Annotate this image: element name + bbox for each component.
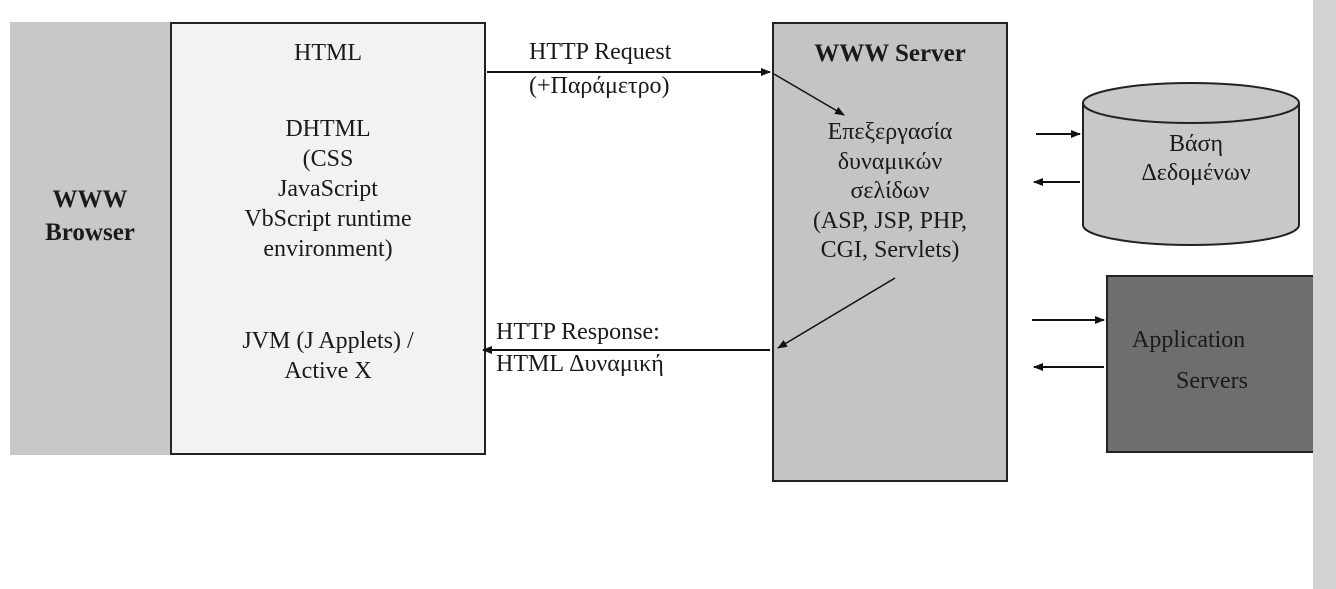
server-line: CGI, Servlets) (820, 237, 960, 263)
response-label-line2: HTML Δυναμική (496, 351, 664, 377)
client-dhtml-line: DHTML (285, 116, 371, 142)
appserver-label-line2: Servers (1176, 368, 1248, 394)
database-label: Βάση Δεδομένων (1088, 130, 1304, 188)
browser-label: WWW Browser (10, 183, 170, 249)
response-diagonal-line (777, 277, 896, 349)
client-jvm-line: JVM (J Applets) / (242, 328, 414, 354)
client-dhtml-line: (CSS (302, 146, 354, 172)
client-jvm-line: Active X (284, 358, 372, 384)
server-processing-block: Επεξεργασία δυναμικών σελίδων (ASP, JSP,… (772, 118, 1008, 266)
client-dhtml-line: environment) (263, 236, 393, 262)
database-label-line2: Δεδομένων (1141, 160, 1251, 186)
client-dhtml-line: VbScript runtime (244, 206, 412, 232)
server-title: WWW Server (814, 40, 966, 67)
client-jvm-block: JVM (J Applets) / Active X (170, 326, 486, 386)
appserver-label-line1: Application (1132, 327, 1246, 353)
client-title: HTML (294, 40, 362, 66)
request-diagonal-arrow (773, 73, 845, 116)
client-technologies-box (170, 22, 486, 455)
application-servers-box (1106, 275, 1336, 453)
database-label-line1: Βάση (1168, 131, 1224, 157)
server-line: Επεξεργασία (827, 119, 953, 145)
client-dhtml-line: JavaScript (278, 176, 378, 202)
server-line: δυναμικών (837, 148, 943, 175)
right-edge-bar (1313, 0, 1336, 589)
request-label-line2: (+Παράμετρο) (529, 73, 670, 99)
www-server-box (772, 22, 1008, 482)
database-cylinder (1082, 82, 1300, 246)
request-label-line1: HTTP Request (529, 39, 672, 65)
response-label-line1: HTTP Response: (496, 319, 660, 345)
server-line: σελίδων (850, 178, 930, 204)
client-dhtml-block: DHTML (CSS JavaScript VbScript runtime e… (170, 114, 486, 264)
browser-panel (10, 22, 170, 455)
browser-label-line1: WWW (52, 186, 128, 213)
server-line: (ASP, JSP, PHP, (812, 207, 968, 234)
browser-label-line2: Browser (45, 219, 135, 246)
